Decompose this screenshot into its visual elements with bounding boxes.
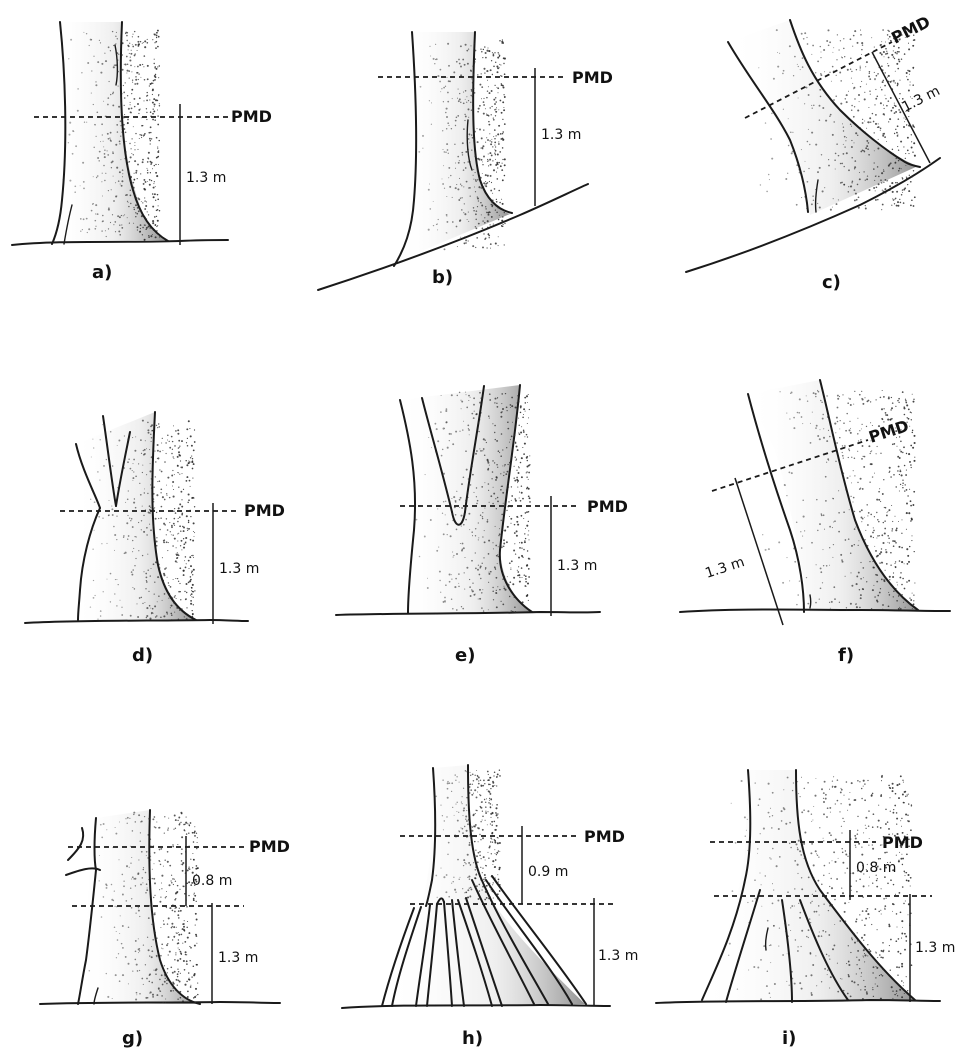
panel-label: c)	[822, 272, 841, 293]
panel-label: e)	[455, 645, 475, 666]
panel-f: PMD 1.3 m f)	[680, 380, 950, 666]
height-label: 1.3 m	[218, 950, 258, 966]
ground-line	[12, 240, 228, 245]
pmd-label: PMD	[584, 827, 625, 846]
panel-e: PMD 1.3 m e)	[336, 385, 628, 666]
height-bar	[735, 478, 783, 625]
panel-i: PMD 0.8 m 1.3 m i)	[656, 770, 955, 1048]
pmd-label: PMD	[244, 501, 285, 520]
trunk-shading	[78, 810, 200, 1004]
height-label: 1.3 m	[219, 561, 259, 577]
pmd-label: PMD	[231, 107, 272, 126]
bark-fissure	[810, 595, 811, 608]
trunk-shading	[700, 770, 915, 1000]
height-label: 1.3 m	[598, 948, 638, 964]
panel-label: d)	[132, 645, 153, 666]
panel-label: a)	[92, 262, 112, 283]
offset-label: 0.9 m	[528, 864, 568, 880]
ground-line	[25, 620, 248, 623]
pmd-label: PMD	[249, 837, 290, 856]
ground-line	[336, 612, 600, 615]
pmd-label: PMD	[587, 497, 628, 516]
ground-line	[656, 1000, 940, 1003]
pmd-label: PMD	[572, 68, 613, 87]
panel-label: b)	[432, 267, 453, 288]
panel-g: PMD 0.8 m 1.3 m g)	[40, 810, 290, 1048]
panel-label: h)	[462, 1028, 483, 1048]
height-label: 1.3 m	[541, 127, 581, 143]
panel-d: PMD 1.3 m d)	[25, 412, 285, 666]
height-label: 1.3 m	[557, 558, 597, 574]
panel-label: g)	[122, 1028, 143, 1048]
panel-b: PMD 1.3 m b)	[318, 32, 613, 290]
pmd-label: PMD	[882, 833, 923, 852]
panel-a: PMD 1.3 m a)	[12, 22, 272, 283]
offset-label: 0.8 m	[192, 873, 232, 889]
height-label: 1.3 m	[900, 83, 943, 116]
trunk-shading	[52, 22, 165, 240]
trunk-shading	[385, 765, 585, 1004]
pmd-label: PMD	[888, 12, 933, 48]
height-label: 1.3 m	[915, 940, 955, 956]
branch-stub-upper	[68, 828, 83, 860]
height-label: 1.3 m	[186, 170, 226, 186]
panel-label: f)	[838, 645, 854, 666]
height-label: 1.3 m	[703, 554, 746, 582]
panel-label: i)	[782, 1028, 796, 1048]
